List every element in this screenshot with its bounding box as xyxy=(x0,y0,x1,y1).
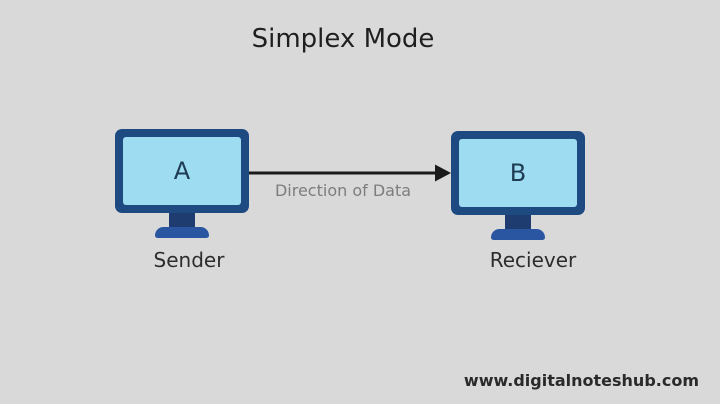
receiver-monitor-stand-neck xyxy=(505,215,531,230)
sender-monitor-frame: A xyxy=(115,129,249,213)
data-direction-arrow-icon xyxy=(249,164,451,182)
sender-monitor-screen: A xyxy=(123,137,241,205)
sender-monitor-stand-base xyxy=(155,227,209,238)
arrow-label: Direction of Data xyxy=(274,181,412,200)
page-title: Simplex Mode xyxy=(251,24,435,54)
sender-screen-label: A xyxy=(173,157,191,185)
receiver-monitor-stand-base xyxy=(491,229,545,240)
receiver-monitor-icon: B xyxy=(451,131,585,241)
receiver-monitor-frame: B xyxy=(451,131,585,215)
receiver-screen-label: B xyxy=(509,159,527,187)
sender-caption: Sender xyxy=(153,248,225,272)
sender-monitor-icon: A xyxy=(115,129,249,239)
watermark: www.digitalnoteshub.com xyxy=(463,371,699,390)
sender-monitor-stand-neck xyxy=(169,213,195,228)
receiver-monitor-screen: B xyxy=(459,139,577,207)
receiver-caption: Reciever xyxy=(489,248,577,272)
